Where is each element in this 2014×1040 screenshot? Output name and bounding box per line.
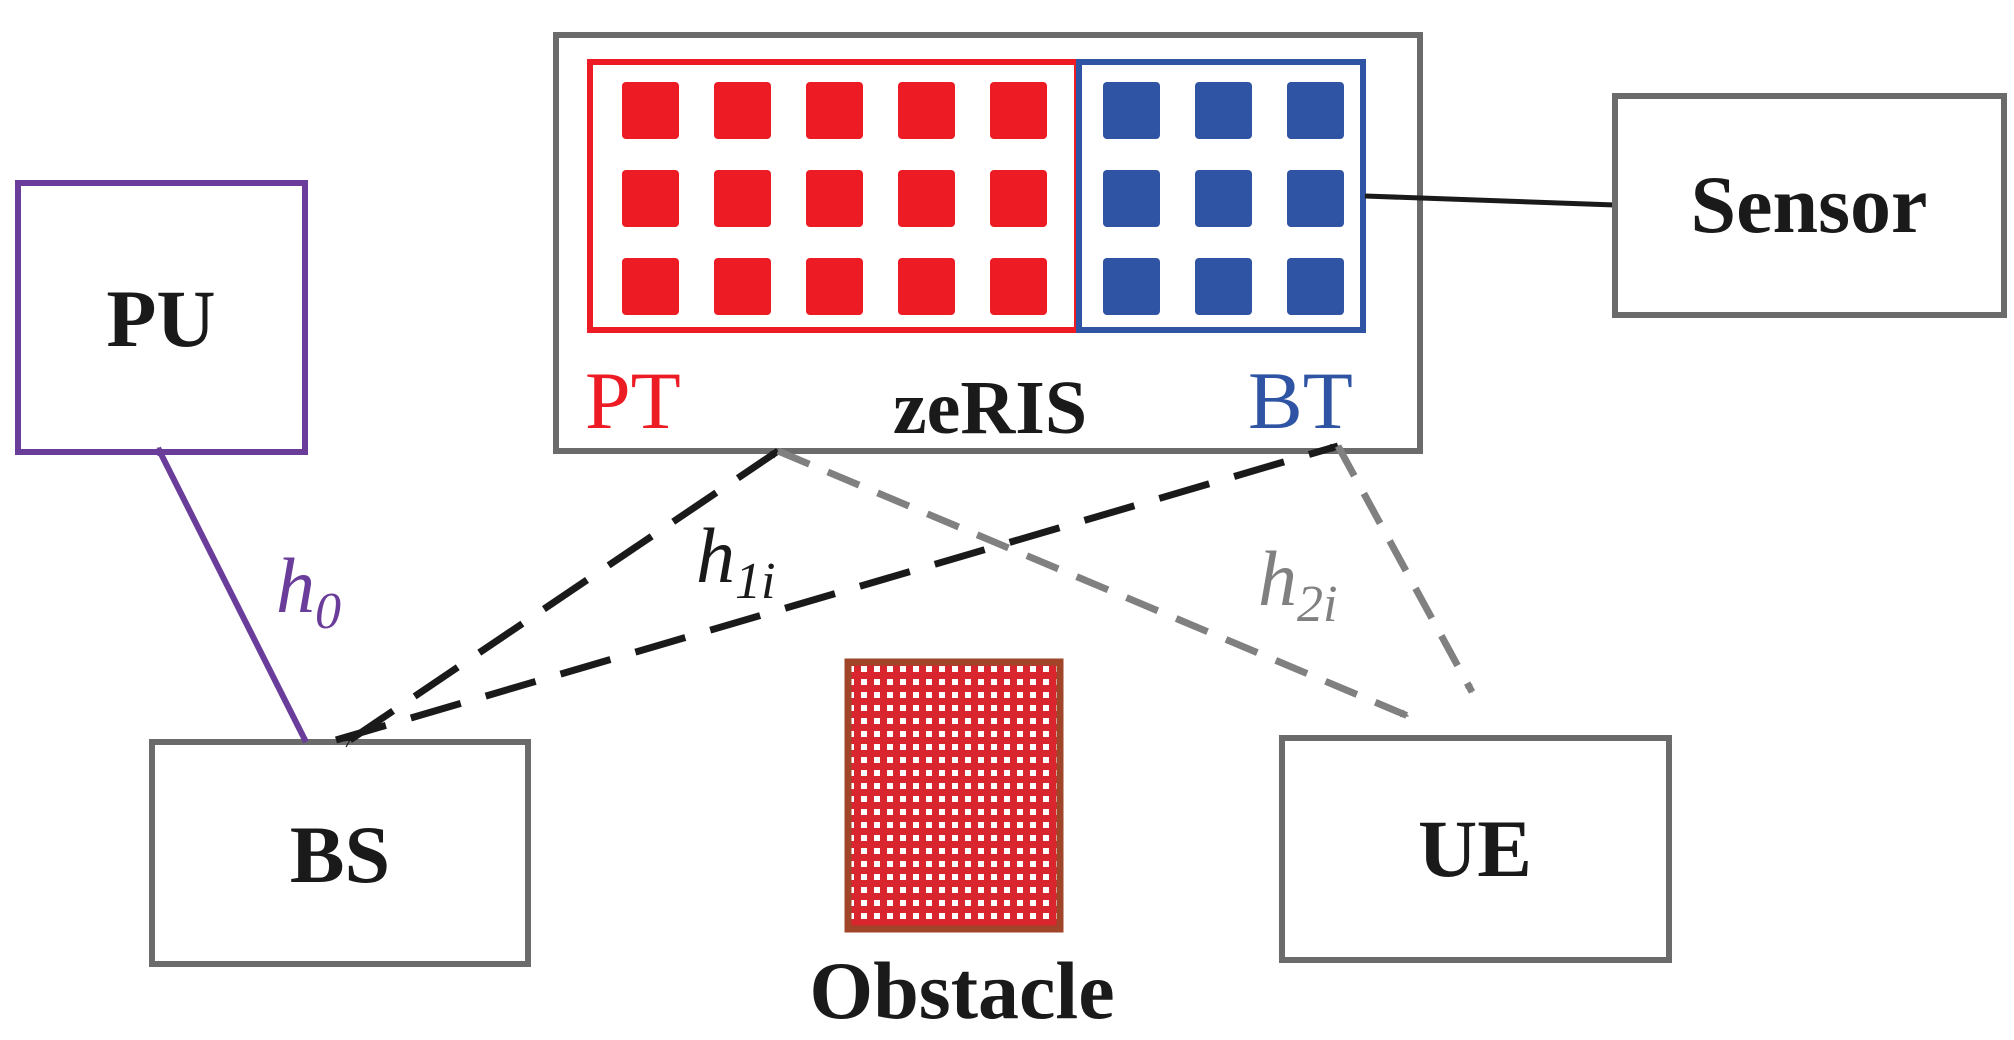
bs-label: BS xyxy=(290,809,390,900)
h0-label: h0 xyxy=(276,542,341,640)
pt-element xyxy=(622,82,679,139)
h1i-label: h1i xyxy=(696,512,775,610)
bt-element xyxy=(1287,170,1344,227)
sensor-link xyxy=(1364,193,1616,208)
h1i-label-base: h xyxy=(696,512,735,599)
h0-label-sub: 0 xyxy=(315,583,341,640)
pt-element xyxy=(622,258,679,315)
pt-element xyxy=(898,170,955,227)
pu-label: PU xyxy=(106,273,215,364)
pt-element xyxy=(898,82,955,139)
pt-element xyxy=(806,170,863,227)
h2i-label-base: h xyxy=(1258,535,1297,622)
zeris-box xyxy=(553,32,1423,454)
bt-element xyxy=(1103,82,1160,139)
h0-arrow xyxy=(155,446,309,744)
pt-element xyxy=(990,258,1047,315)
bt-element xyxy=(1287,82,1344,139)
h2-link-pt xyxy=(776,447,1410,720)
obstacle-label: Obstacle xyxy=(809,945,1114,1036)
obstacle-block xyxy=(844,658,1064,933)
bt-element xyxy=(1287,258,1344,315)
h1-link-pt xyxy=(350,448,780,740)
pt-element xyxy=(806,82,863,139)
h0-label-base: h xyxy=(276,542,315,629)
h2i-label: h2i xyxy=(1258,535,1337,633)
bt-element xyxy=(1195,170,1252,227)
ue-label: UE xyxy=(1418,803,1532,894)
h1-link-bt xyxy=(335,442,1338,744)
h2-link-bt xyxy=(1334,444,1476,694)
pt-element-grid xyxy=(622,82,1047,315)
bt-label: BT xyxy=(1248,355,1353,446)
pt-element xyxy=(714,170,771,227)
pt-element xyxy=(622,170,679,227)
sensor-label: Sensor xyxy=(1691,159,1928,250)
pt-element xyxy=(714,258,771,315)
pt-element xyxy=(806,258,863,315)
bt-region xyxy=(1076,59,1366,333)
bt-element xyxy=(1195,258,1252,315)
zeris-label: zeRIS xyxy=(893,366,1087,450)
h2i-label-sub: 2i xyxy=(1297,576,1337,633)
sensor-box xyxy=(1612,93,2007,318)
bt-element xyxy=(1103,170,1160,227)
bt-element-grid xyxy=(1103,82,1344,315)
pt-element xyxy=(898,258,955,315)
bt-element xyxy=(1103,258,1160,315)
h1i-label-sub: 1i xyxy=(735,553,775,610)
ue-box xyxy=(1279,735,1672,963)
bt-element xyxy=(1195,82,1252,139)
pt-element xyxy=(714,82,771,139)
pt-element xyxy=(990,170,1047,227)
pt-element xyxy=(990,82,1047,139)
pt-label: PT xyxy=(585,355,681,446)
